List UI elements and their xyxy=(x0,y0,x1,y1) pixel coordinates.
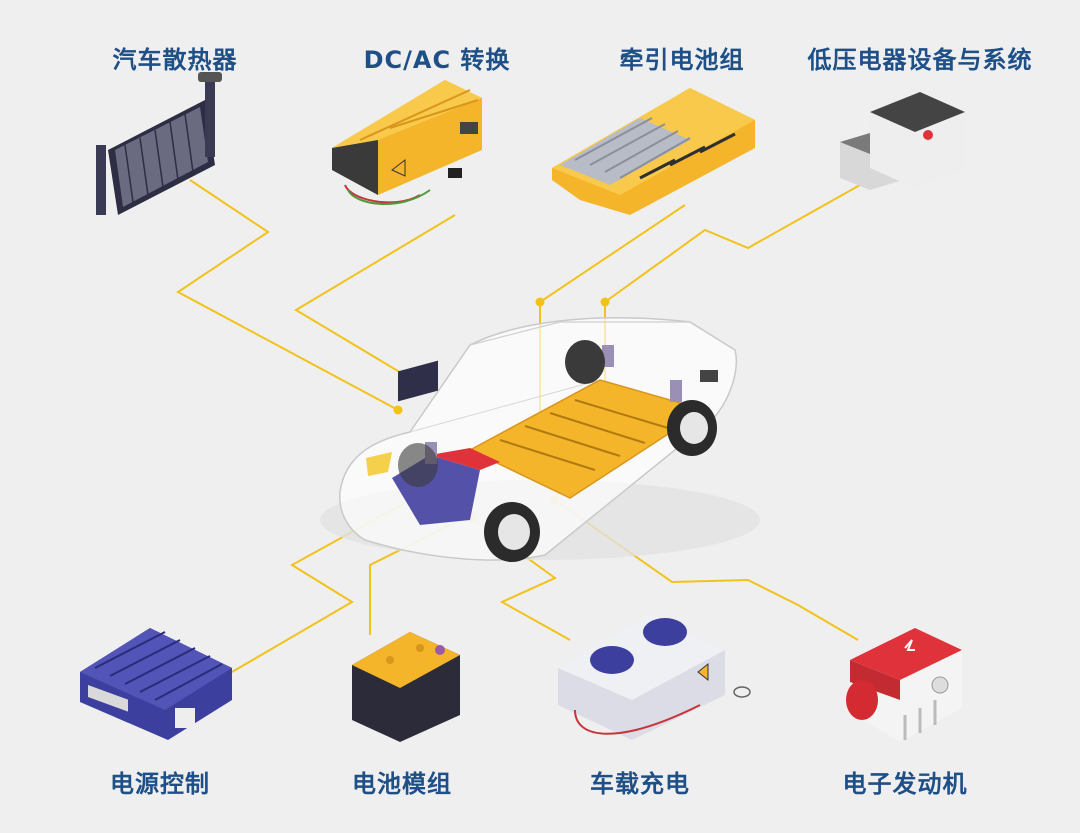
connector-radiator xyxy=(176,179,399,411)
dcac-icon xyxy=(332,80,482,205)
label-radiator: 汽车散热器 xyxy=(112,46,238,74)
connector-dcac xyxy=(294,214,456,384)
label-motor: 电子发动机 xyxy=(842,770,968,798)
car-illustration xyxy=(320,317,760,562)
traction-battery-icon xyxy=(552,88,755,215)
low-voltage-battery-icon xyxy=(840,92,965,190)
label-traction-battery: 牵引电池组 xyxy=(619,46,745,74)
motor-icon xyxy=(846,628,962,742)
charger-icon xyxy=(558,612,751,740)
battery-module-icon xyxy=(352,632,460,742)
radiator-icon xyxy=(96,72,222,215)
label-dcac: DC/AC 转换 xyxy=(363,46,511,74)
label-battery-module: 电池模组 xyxy=(352,770,452,798)
power-control-icon xyxy=(80,628,232,740)
label-charger: 车载充电 xyxy=(590,770,690,798)
label-low-voltage: 低压电器设备与系统 xyxy=(807,46,1033,74)
label-power-control: 电源控制 xyxy=(110,770,210,798)
